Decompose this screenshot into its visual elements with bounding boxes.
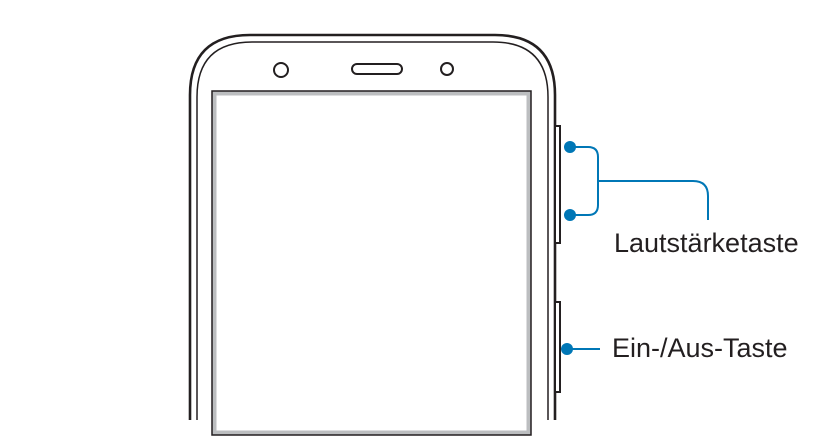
volume-key-callout (564, 141, 709, 221)
power-key-label: Ein-/Aus-Taste (612, 333, 788, 363)
front-camera-icon (273, 62, 289, 78)
earpiece-speaker-icon (351, 63, 403, 75)
power-key (554, 301, 561, 393)
phone-screen (211, 90, 532, 436)
volume-leader-line (598, 180, 709, 220)
volume-key (554, 125, 561, 244)
volume-key-label: Lautstärketaste (614, 228, 799, 258)
phone-outer-frame (188, 33, 557, 420)
volume-bracket-line (570, 146, 599, 216)
screen-inner-edge (211, 90, 532, 436)
power-key-callout (561, 343, 600, 355)
proximity-sensor-icon (440, 62, 454, 76)
phone-inner-frame (196, 41, 549, 420)
